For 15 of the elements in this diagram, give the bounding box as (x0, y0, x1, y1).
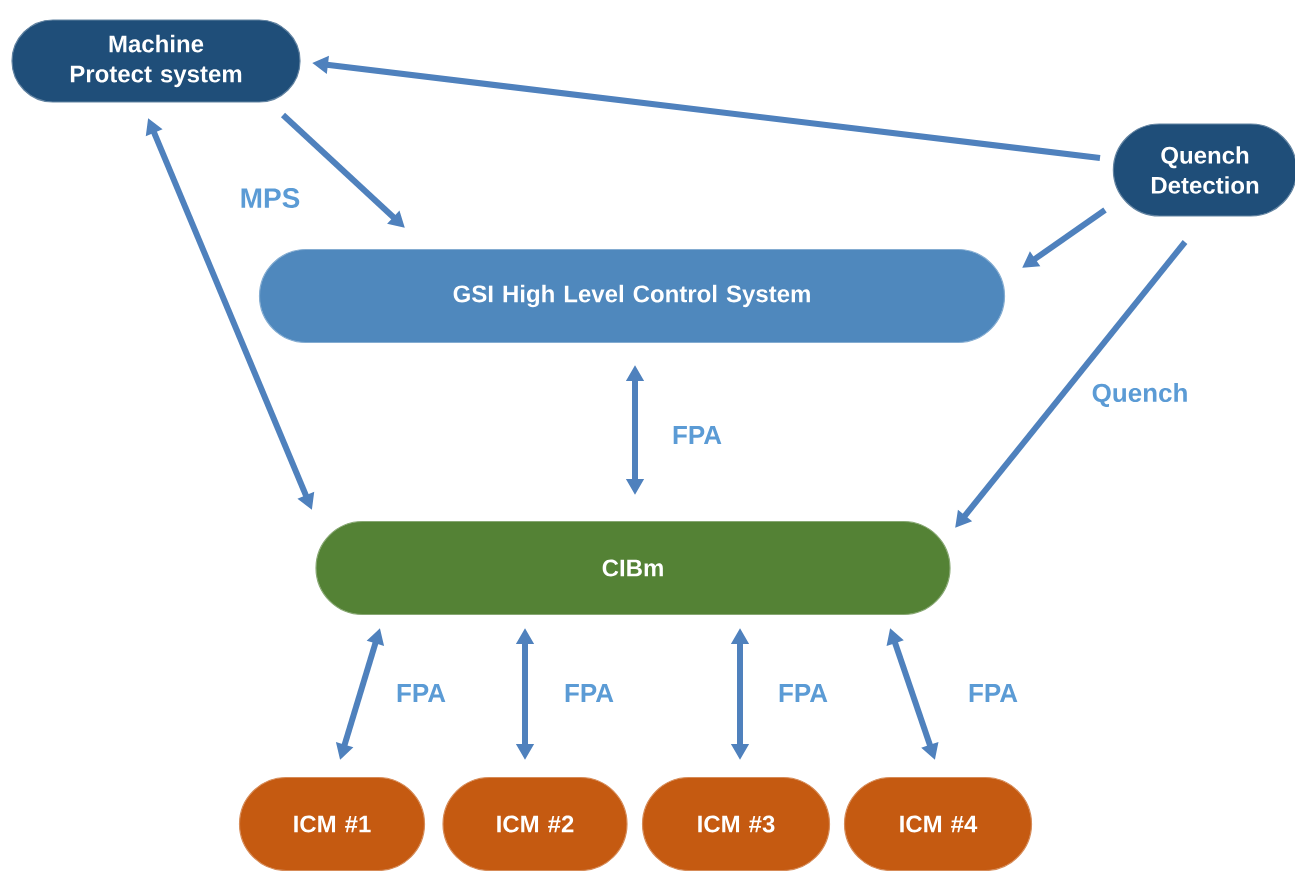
edge-label: FPA (565, 684, 614, 702)
signal-label: MPS (241, 188, 300, 208)
edge-label: FPA (673, 426, 722, 444)
edge-label: FPA (969, 684, 1018, 702)
rounded-box: Quench Detection (1112, 123, 1295, 217)
edge-label: FPA (397, 684, 446, 702)
rounded-box: ICM #2 (442, 776, 628, 871)
rounded-box: CIBm (315, 520, 951, 616)
rounded-box: ICM #1 (238, 776, 426, 871)
rounded-box: Machine Protect system (11, 19, 301, 103)
rounded-box: ICM #4 (843, 776, 1033, 871)
rounded-box: GSI High Level Control System (258, 248, 1006, 344)
edge-label: Quench (1092, 383, 1187, 407)
rounded-box: ICM #3 (641, 776, 831, 871)
edge-label: FPA (779, 684, 828, 702)
